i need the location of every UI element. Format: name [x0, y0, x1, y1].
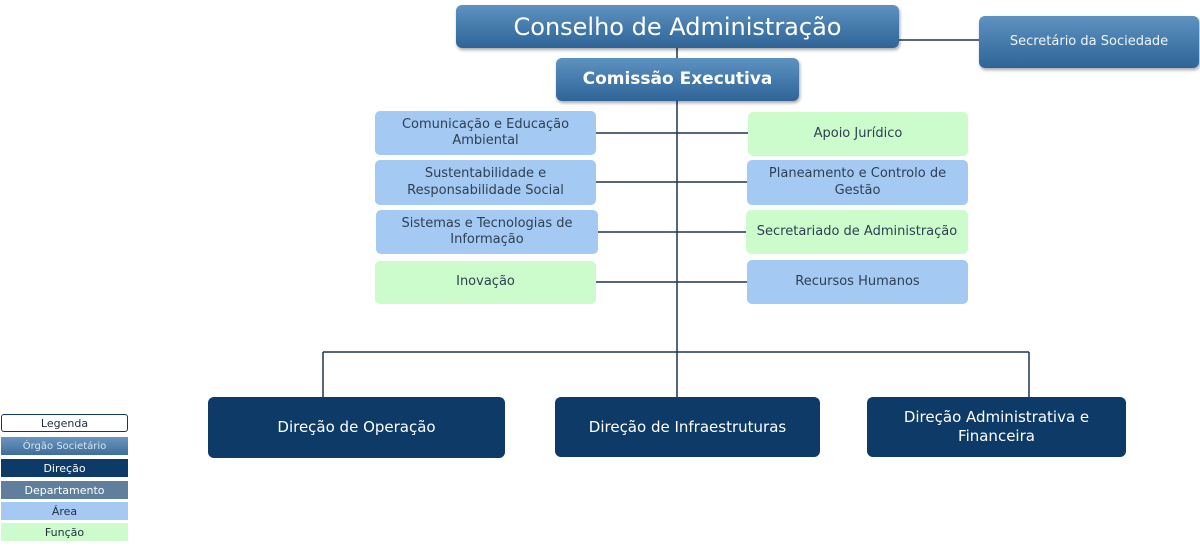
- unit-planeamento: Planeamento e Controlo de Gestão: [747, 160, 968, 205]
- unit-sistemas: Sistemas e Tecnologias de Informação: [376, 210, 598, 254]
- legend-item-orgao-societario: Órgão Societário: [1, 437, 128, 455]
- unit-comunicacao: Comunicação e Educação Ambiental: [375, 111, 596, 155]
- directorate-operacao: Direção de Operação: [208, 397, 505, 458]
- legend-title: Legenda: [1, 414, 128, 432]
- executive-committee-box: Comissão Executiva: [556, 58, 799, 101]
- unit-sustentabilidade: Sustentabilidade e Responsabilidade Soci…: [375, 160, 596, 205]
- unit-secretariado: Secretariado de Administração: [746, 210, 968, 254]
- unit-apoio-juridico: Apoio Jurídico: [748, 112, 968, 156]
- legend-item-direcao: Direção: [1, 459, 128, 477]
- unit-recursos-humanos: Recursos Humanos: [747, 260, 968, 304]
- legend-item-area: Área: [1, 502, 128, 520]
- legend-item-departamento: Departamento: [1, 481, 128, 499]
- board-box: Conselho de Administração: [456, 5, 899, 48]
- legend-item-funcao: Função: [1, 523, 128, 541]
- unit-inovacao: Inovação: [375, 261, 596, 304]
- directorate-infraestruturas: Direção de Infraestruturas: [555, 397, 820, 457]
- directorate-administrativa: Direção Administrativa e Financeira: [867, 397, 1126, 457]
- society-secretary-box: Secretário da Sociedade: [979, 16, 1199, 68]
